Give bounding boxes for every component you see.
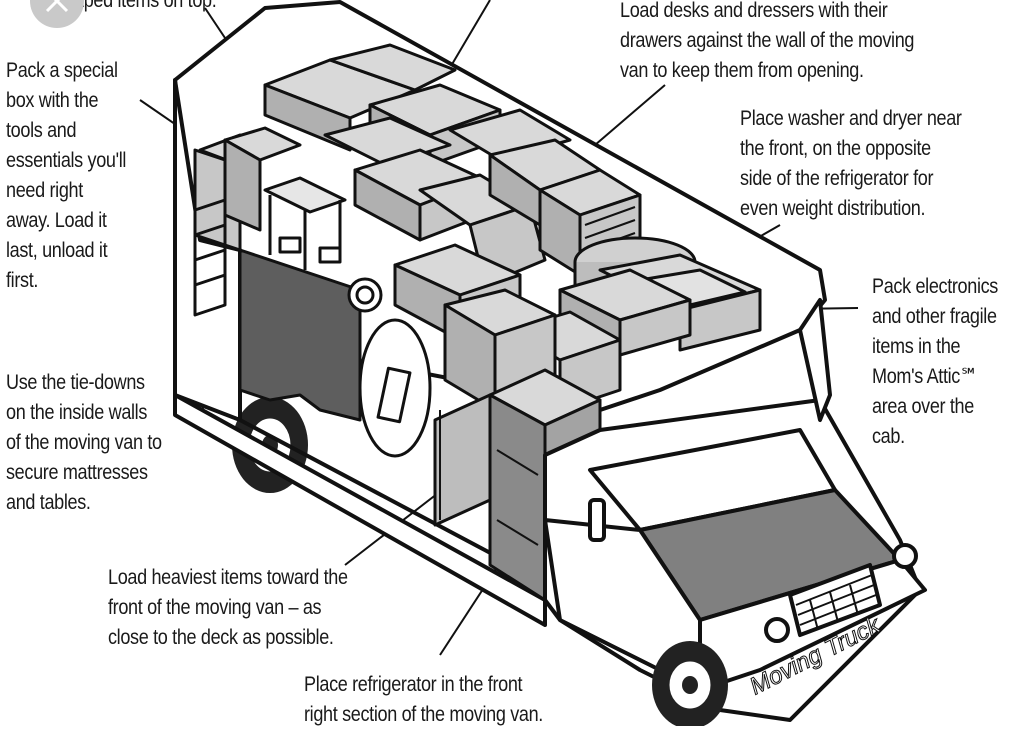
tie-downs-note: Use the tie-downs on the inside walls of…	[6, 371, 162, 514]
special-box-note: Pack a special box with the tools and es…	[6, 59, 127, 292]
refrigerator-note: Place refrigerator in the front right se…	[304, 673, 543, 726]
close-icon	[45, 0, 69, 13]
front-wheel	[652, 641, 728, 726]
desks-dressers-note: Load desks and dressers with their drawe…	[620, 0, 915, 82]
heaviest-items-note: Load heaviest items toward the front of …	[108, 566, 348, 649]
electronics-note: Pack electronics and other fragile items…	[872, 275, 998, 448]
truck-cab	[543, 298, 927, 722]
washer-dryer-note: Place washer and dryer near the front, o…	[740, 107, 962, 220]
